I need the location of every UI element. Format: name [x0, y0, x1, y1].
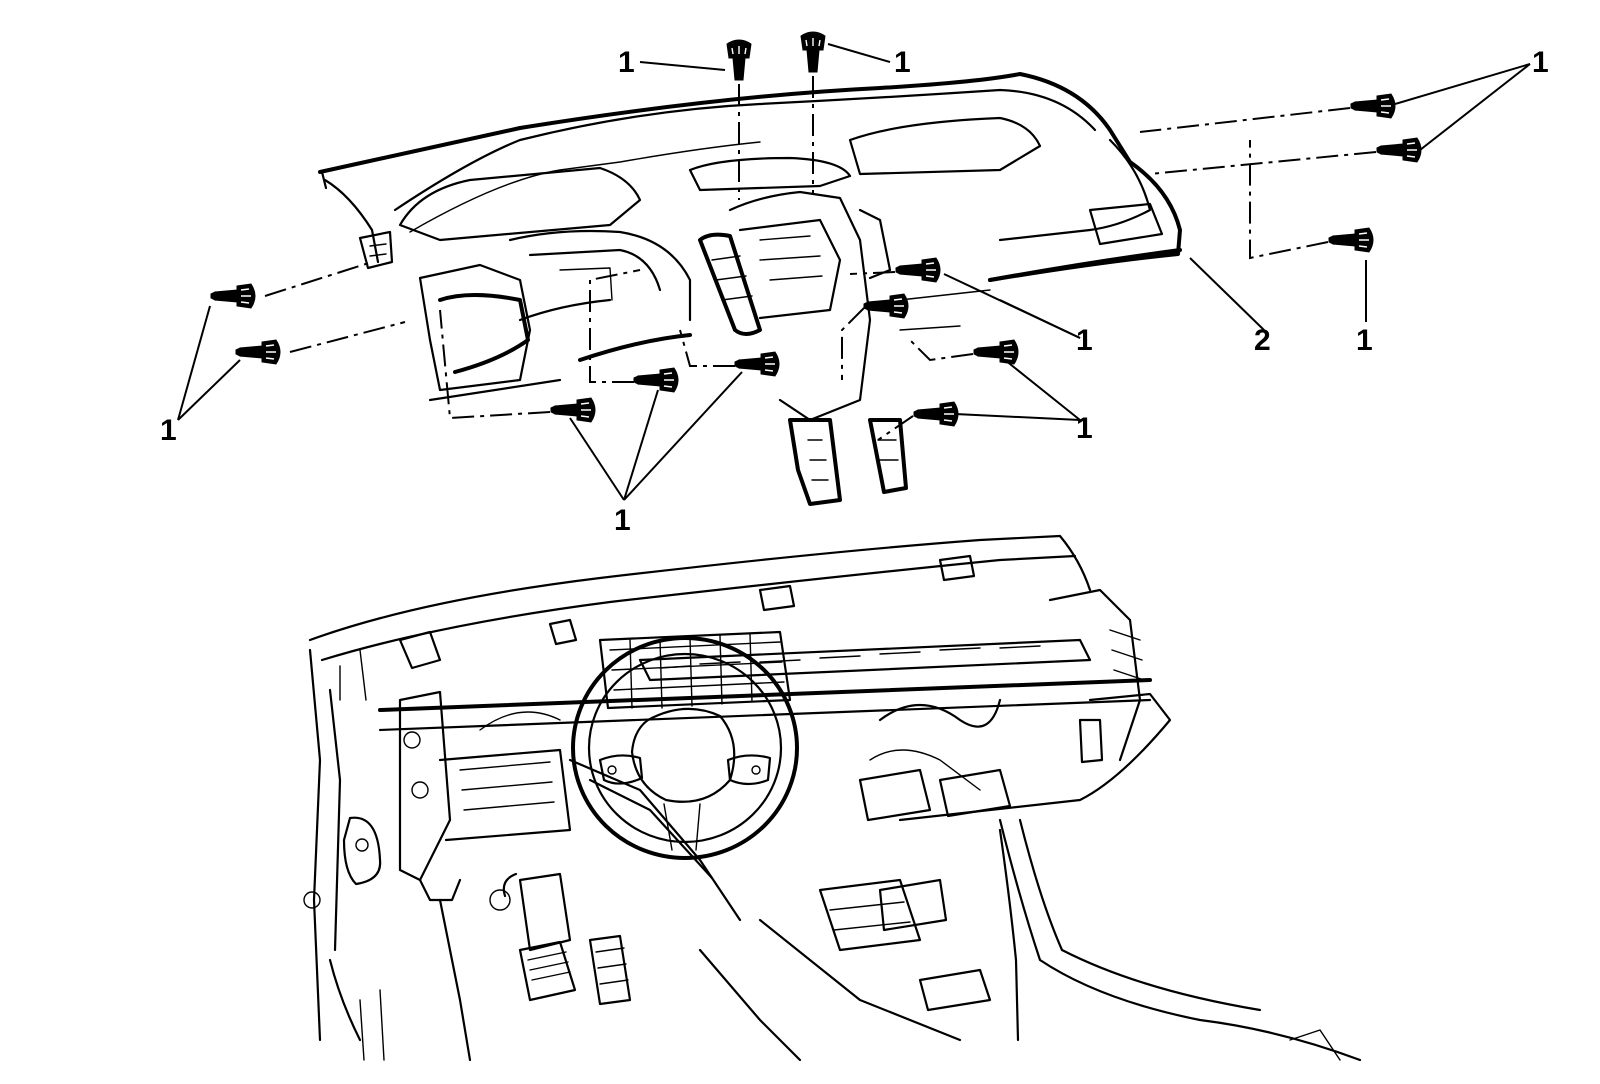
callouts: 1 1 1 2 1 1 1 1 1 [160, 46, 1549, 537]
callout-fastener: 1 [1532, 46, 1549, 79]
callout-fastener: 1 [614, 504, 631, 537]
vehicle-interior [303, 534, 1362, 1062]
callout-fastener: 1 [1076, 412, 1093, 445]
installation-lines [264, 76, 1377, 441]
leader-lines [177, 43, 1531, 501]
callout-fastener: 1 [160, 414, 177, 447]
callout-fastener: 1 [1076, 324, 1093, 357]
instrument-panel [318, 72, 1182, 506]
callout-fastener: 1 [894, 46, 911, 79]
callout-fastener: 1 [1356, 324, 1373, 357]
callout-fastener: 1 [618, 46, 635, 79]
callout-instrument-panel: 2 [1254, 324, 1271, 357]
